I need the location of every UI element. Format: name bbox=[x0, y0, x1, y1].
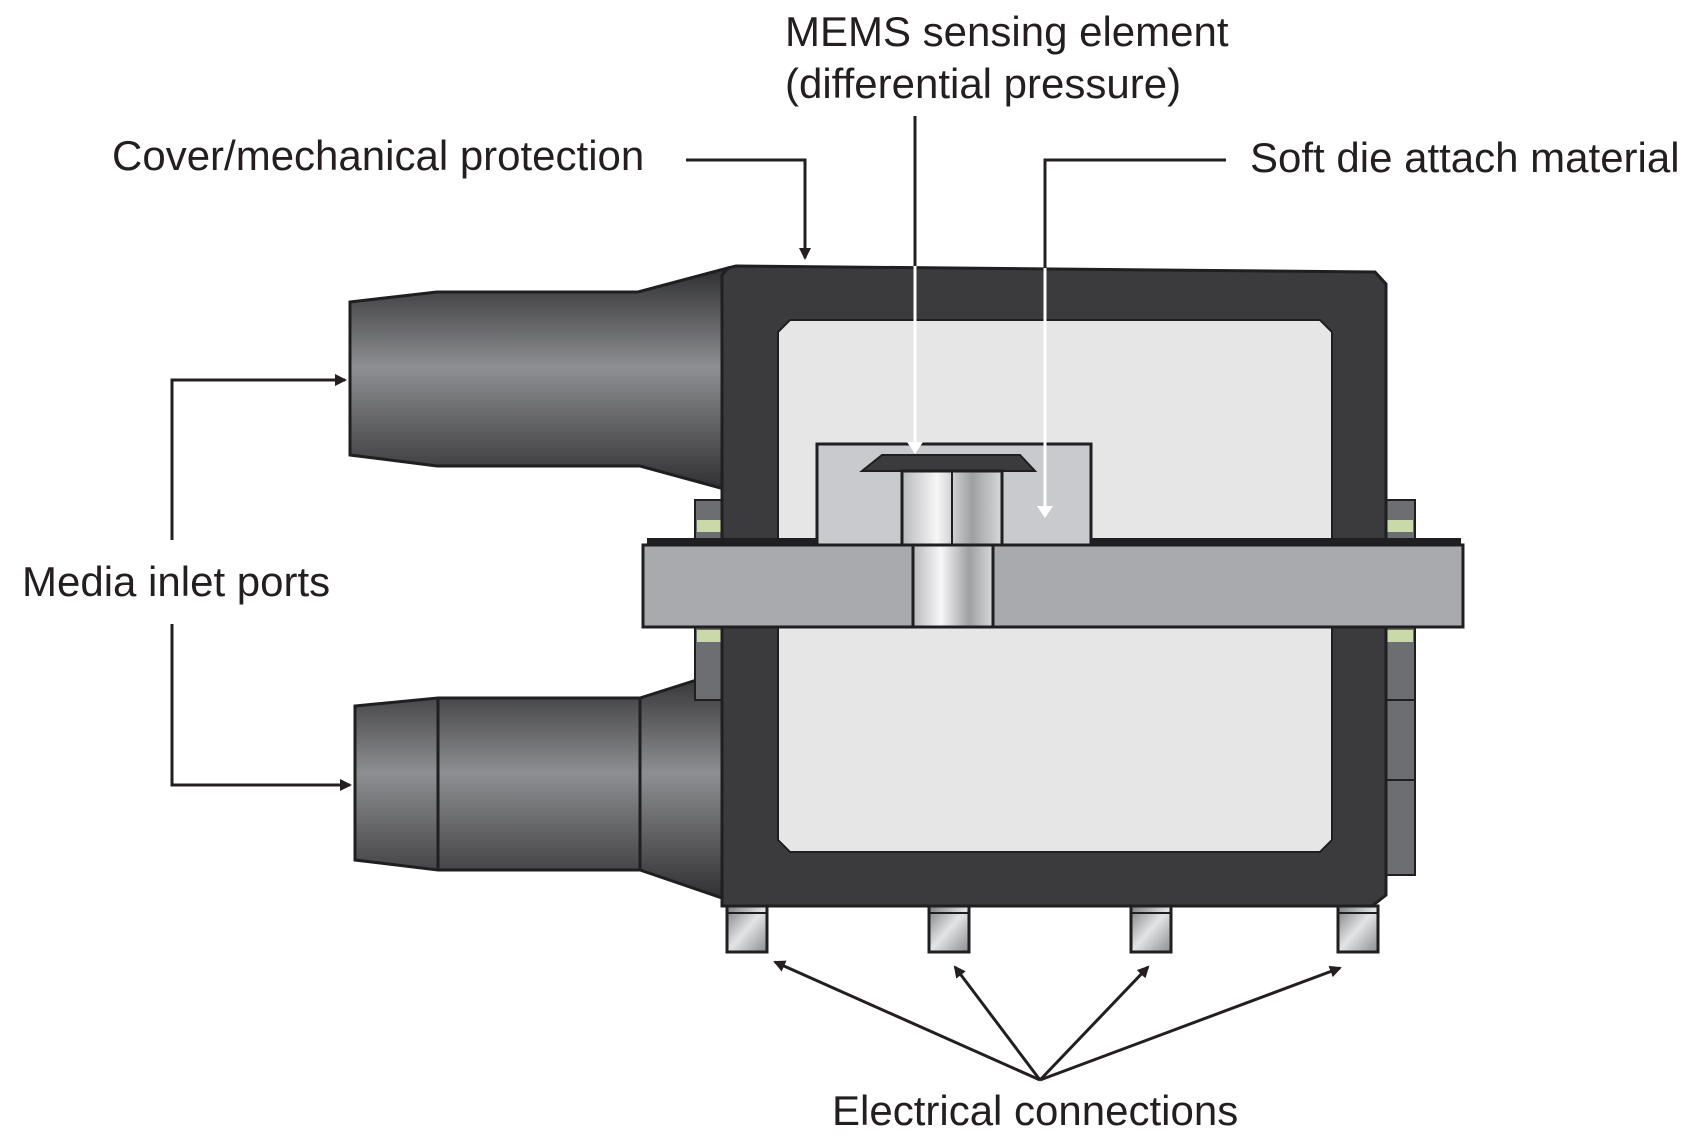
electrical-leader-4 bbox=[1039, 965, 1342, 1082]
lower-inlet-port bbox=[353, 667, 730, 903]
cover-label: Cover/mechanical protection bbox=[112, 132, 644, 179]
electrical-leader-1 bbox=[773, 960, 1041, 1082]
substrate-board bbox=[641, 538, 1465, 629]
upper-inlet-port bbox=[348, 266, 730, 492]
media-port-upper-leader bbox=[170, 374, 347, 540]
electrical-pins bbox=[725, 904, 1380, 954]
soft-die-label: Soft die attach material bbox=[1250, 134, 1680, 181]
leader-lines bbox=[170, 158, 1342, 1082]
pressure-channel bbox=[900, 469, 1004, 629]
media-ports-label: Media inlet ports bbox=[22, 558, 330, 605]
cover-leader bbox=[686, 158, 811, 260]
media-port-lower-leader bbox=[170, 624, 352, 791]
electrical-leader-2 bbox=[953, 965, 1042, 1081]
soft-die-leader bbox=[1037, 158, 1226, 518]
mems-label-line2: (differential pressure) bbox=[785, 60, 1181, 107]
mems-sensing-element bbox=[859, 454, 1038, 472]
electrical-label: Electrical connections bbox=[832, 1087, 1238, 1134]
mems-label-line1: MEMS sensing element bbox=[785, 8, 1229, 55]
electrical-leader-3 bbox=[1038, 965, 1150, 1082]
